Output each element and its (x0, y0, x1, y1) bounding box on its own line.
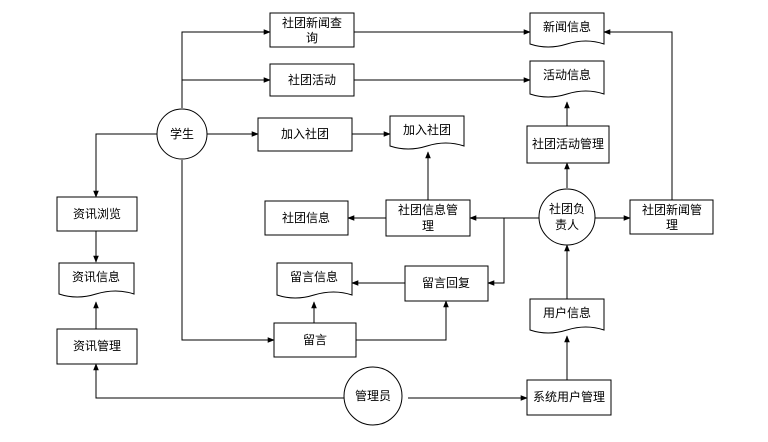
edge-admin-info-mgmt (93, 363, 345, 399)
join-club-label: 加入社团 (281, 126, 329, 141)
process-club-activity-mgmt: 社团活动管理 (526, 125, 610, 164)
process-info-mgmt: 资讯管理 (56, 328, 138, 365)
process-club-news-query: 社团新闻查 询 (269, 12, 355, 48)
student-label: 学生 (170, 126, 194, 141)
edge-message-message-reply (356, 300, 449, 341)
edge-leader-message-reply (487, 218, 505, 286)
club-news-mgmt-label-line1: 社团新闻管 (642, 202, 702, 217)
entity-student: 学生 (156, 108, 208, 160)
doc-info: 资讯信息 (58, 262, 135, 298)
process-system-user-mgmt: 系统用户管理 (526, 379, 612, 416)
club-activity-mgmt-label: 社团活动管理 (532, 136, 604, 151)
doc-news-info: 新闻信息 (529, 12, 605, 48)
info-browse-label: 资讯浏览 (73, 206, 121, 221)
club-info-label: 社团信息 (282, 210, 330, 225)
message-doc-label: 留言信息 (290, 269, 338, 284)
entity-leader: 社团负 责人 (538, 188, 596, 246)
process-club-activity: 社团活动 (269, 63, 355, 97)
club-activity-label: 社团活动 (288, 72, 336, 87)
news-info-label: 新闻信息 (543, 19, 591, 34)
club-info-mgmt-label-line1: 社团信息管 (398, 202, 458, 217)
info-doc-label: 资讯信息 (72, 269, 120, 284)
edge-student-info-browse (93, 133, 158, 198)
process-message: 留言 (273, 322, 357, 358)
edge-student-news-query (181, 29, 271, 108)
process-club-news-mgmt: 社团新闻管 理 (629, 199, 714, 235)
doc-activity-info: 活动信息 (529, 60, 605, 98)
doc-user-info: 用户信息 (529, 298, 605, 334)
leader-label-line1: 社团负 (549, 201, 585, 216)
user-info-label: 用户信息 (543, 305, 591, 320)
message-reply-label: 留言回复 (422, 276, 470, 290)
club-news-mgmt-label-line2: 理 (666, 218, 678, 232)
info-mgmt-label: 资讯管理 (73, 338, 121, 353)
join-club-doc-label: 加入社团 (403, 122, 451, 137)
entity-admin: 管理员 (343, 366, 403, 426)
edge-news-mgmt-news-info (603, 29, 673, 200)
process-info-browse: 资讯浏览 (56, 196, 138, 232)
process-club-info: 社团信息 (264, 200, 349, 236)
activity-info-label: 活动信息 (543, 67, 591, 82)
leader-label-line2: 责人 (555, 218, 579, 232)
doc-join-club: 加入社团 (389, 115, 465, 150)
club-news-query-label-line1: 社团新闻查 (282, 15, 342, 30)
doc-message-info: 留言信息 (276, 262, 353, 299)
club-info-mgmt-label-line2: 理 (422, 219, 434, 233)
system-user-mgmt-label: 系统用户管理 (533, 389, 605, 404)
process-club-info-mgmt: 社团信息管 理 (385, 199, 471, 237)
admin-label: 管理员 (355, 388, 391, 403)
club-news-query-label-line2: 询 (306, 31, 318, 45)
edge-student-message (181, 160, 275, 343)
process-message-reply: 留言回复 (404, 265, 489, 302)
process-join-club: 加入社团 (257, 117, 353, 152)
message-label: 留言 (303, 333, 327, 347)
connectors (93, 29, 673, 401)
